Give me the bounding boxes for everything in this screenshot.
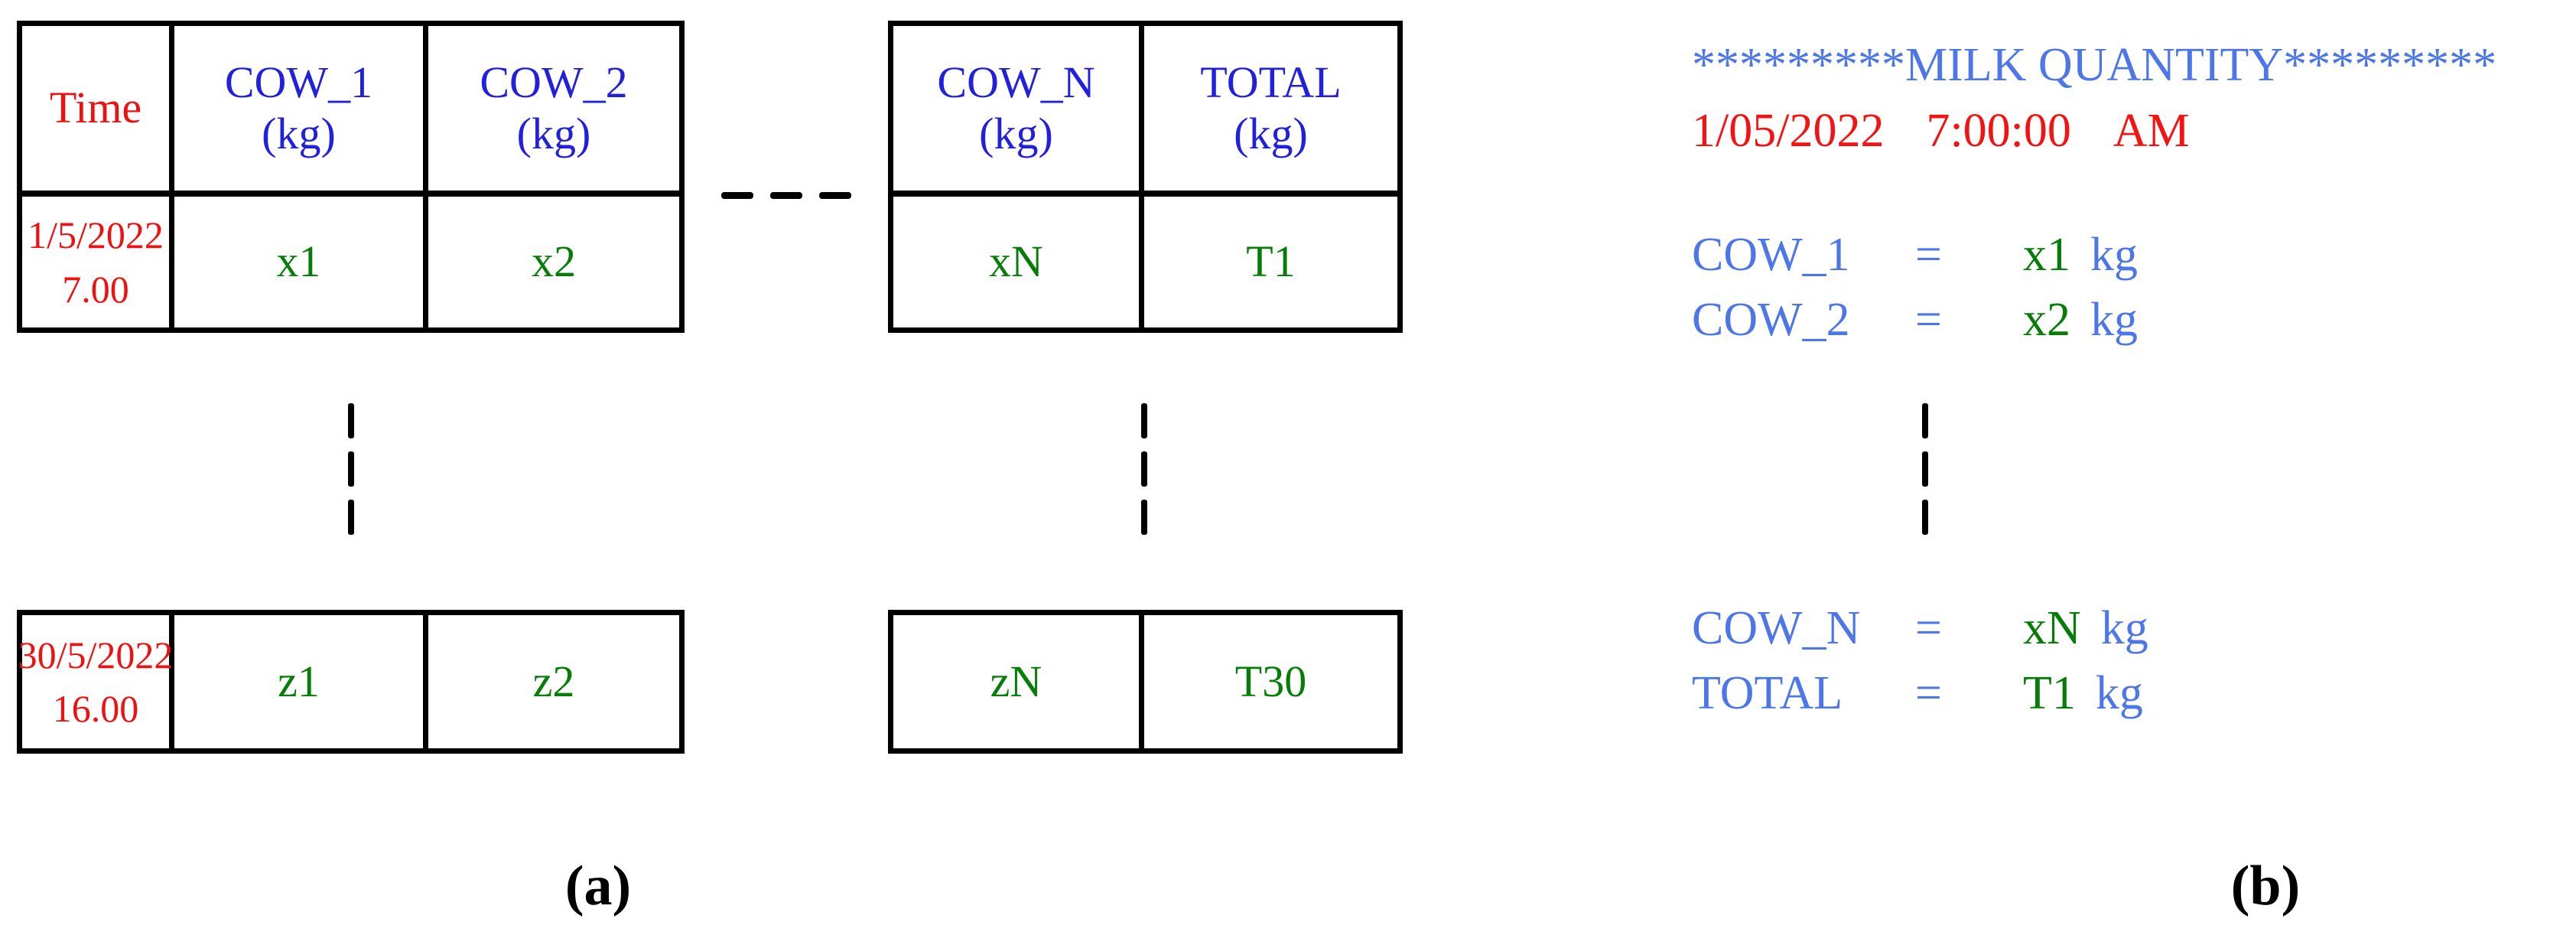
cell-value-t30: T30 (1144, 615, 1397, 748)
dash (348, 500, 354, 535)
table-a-bottom-left: 30/5/2022 16.00 z1 z2 (17, 610, 685, 754)
console-unit: kg (2090, 294, 2138, 346)
value-x2: x2 (532, 236, 576, 287)
dash (1922, 451, 1928, 487)
table-a-top-left: Time COW_1 (kg) COW_2 (kg) 1/5/2022 7.00… (17, 21, 685, 333)
cell-value-z2: z2 (428, 615, 679, 748)
dash (348, 451, 354, 487)
cell-time-header: Time (22, 26, 174, 197)
equals-sign: = (1915, 667, 1942, 719)
value-z1: z1 (278, 656, 320, 706)
col-header-cow2-unit: (kg) (516, 108, 591, 158)
col-header-cow1-unit: (kg) (262, 108, 336, 158)
cell-col-header-cow1: COW_1 (kg) (174, 26, 428, 197)
console-line-cow1: COW_1 = x1 kg (1692, 228, 2138, 282)
console-date: 1/05/2022 (1692, 105, 1885, 157)
col-header-cow1-name: COW_1 (224, 57, 373, 107)
console-line-cown: COW_N = xN kg (1692, 601, 2148, 656)
console-title: *********MILK QUANTITY********* (1692, 39, 2497, 91)
cell-value-zn: zN (893, 615, 1144, 748)
table-a-top-right: COW_N (kg) TOTAL (kg) xN T1 (888, 21, 1403, 333)
console-meridiem: AM (2113, 105, 2190, 157)
col-header-total-unit: (kg) (1234, 108, 1308, 158)
caption-a: (a) (564, 855, 632, 917)
cell-value-x2: x2 (428, 197, 679, 327)
table-a-bottom-right: zN T30 (888, 610, 1403, 754)
equals-sign: = (1915, 229, 1942, 281)
console-line-cow2: COW_2 = x2 kg (1692, 293, 2138, 347)
console-label: COW_2 (1692, 294, 1850, 346)
console-label: COW_1 (1692, 229, 1850, 281)
value-xn: xN (989, 236, 1043, 287)
caption-b: (b) (2230, 855, 2301, 917)
console-value: x1 (2023, 229, 2070, 281)
col-header-cown-name: COW_N (937, 57, 1095, 107)
vdash-connector-right (1141, 403, 1147, 535)
console-value-group: xN kg (2023, 601, 2148, 656)
equals-sign: = (1915, 602, 1942, 654)
hour-last: 16.00 (52, 687, 139, 730)
console-time: 7:00:00 (1926, 105, 2071, 157)
cell-value-x1: x1 (174, 197, 428, 327)
console-unit: kg (2095, 667, 2143, 719)
dash (1141, 500, 1147, 535)
console-value-group: x1 kg (2023, 228, 2138, 282)
console-unit: kg (2090, 229, 2138, 281)
console-timestamp: 1/05/2022 7:00:00 AM (1692, 104, 2190, 158)
dash (1922, 500, 1928, 535)
col-header-cown-unit: (kg) (979, 108, 1053, 158)
cell-col-header-cown: COW_N (kg) (893, 26, 1144, 197)
hour-first: 7.00 (62, 267, 129, 311)
cell-value-xn: xN (893, 197, 1144, 327)
console-value: xN (2023, 602, 2081, 654)
dash (1922, 403, 1928, 438)
dash (1141, 451, 1147, 487)
value-t1: T1 (1246, 236, 1296, 287)
value-t30: T30 (1234, 656, 1307, 706)
time-header-label: Time (49, 83, 142, 133)
dash (348, 403, 354, 438)
dash (819, 192, 851, 199)
vdash-connector-console (1922, 403, 1928, 535)
cell-datetime-last: 30/5/2022 16.00 (18, 615, 174, 748)
dash (770, 192, 802, 199)
console-value: x2 (2023, 294, 2070, 346)
console-unit: kg (2100, 602, 2148, 654)
cell-col-header-total: TOTAL (kg) (1144, 26, 1397, 197)
col-header-cow2-name: COW_2 (480, 57, 628, 107)
console-value: T1 (2023, 667, 2076, 719)
equals-sign: = (1915, 294, 1942, 346)
console-label: COW_N (1692, 602, 1861, 654)
col-header-total-name: TOTAL (1200, 57, 1342, 107)
hdash-connector (721, 192, 851, 199)
dash (1141, 403, 1147, 438)
console-line-total: TOTAL = T1 kg (1692, 666, 2143, 721)
console-value-group: x2 kg (2023, 293, 2138, 347)
date-last: 30/5/2022 (18, 633, 174, 676)
vdash-connector-left (348, 403, 354, 535)
console-value-group: T1 kg (2023, 666, 2143, 721)
dash (721, 192, 753, 199)
console-label: TOTAL (1692, 667, 1843, 719)
cell-value-z1: z1 (174, 615, 428, 748)
value-zn: zN (990, 656, 1042, 706)
cell-value-t1: T1 (1144, 197, 1397, 327)
value-x1: x1 (276, 236, 321, 287)
value-z2: z2 (532, 656, 575, 706)
date-first: 1/5/2022 (28, 213, 164, 256)
cell-datetime-first: 1/5/2022 7.00 (22, 197, 174, 327)
cell-col-header-cow2: COW_2 (kg) (428, 26, 679, 197)
